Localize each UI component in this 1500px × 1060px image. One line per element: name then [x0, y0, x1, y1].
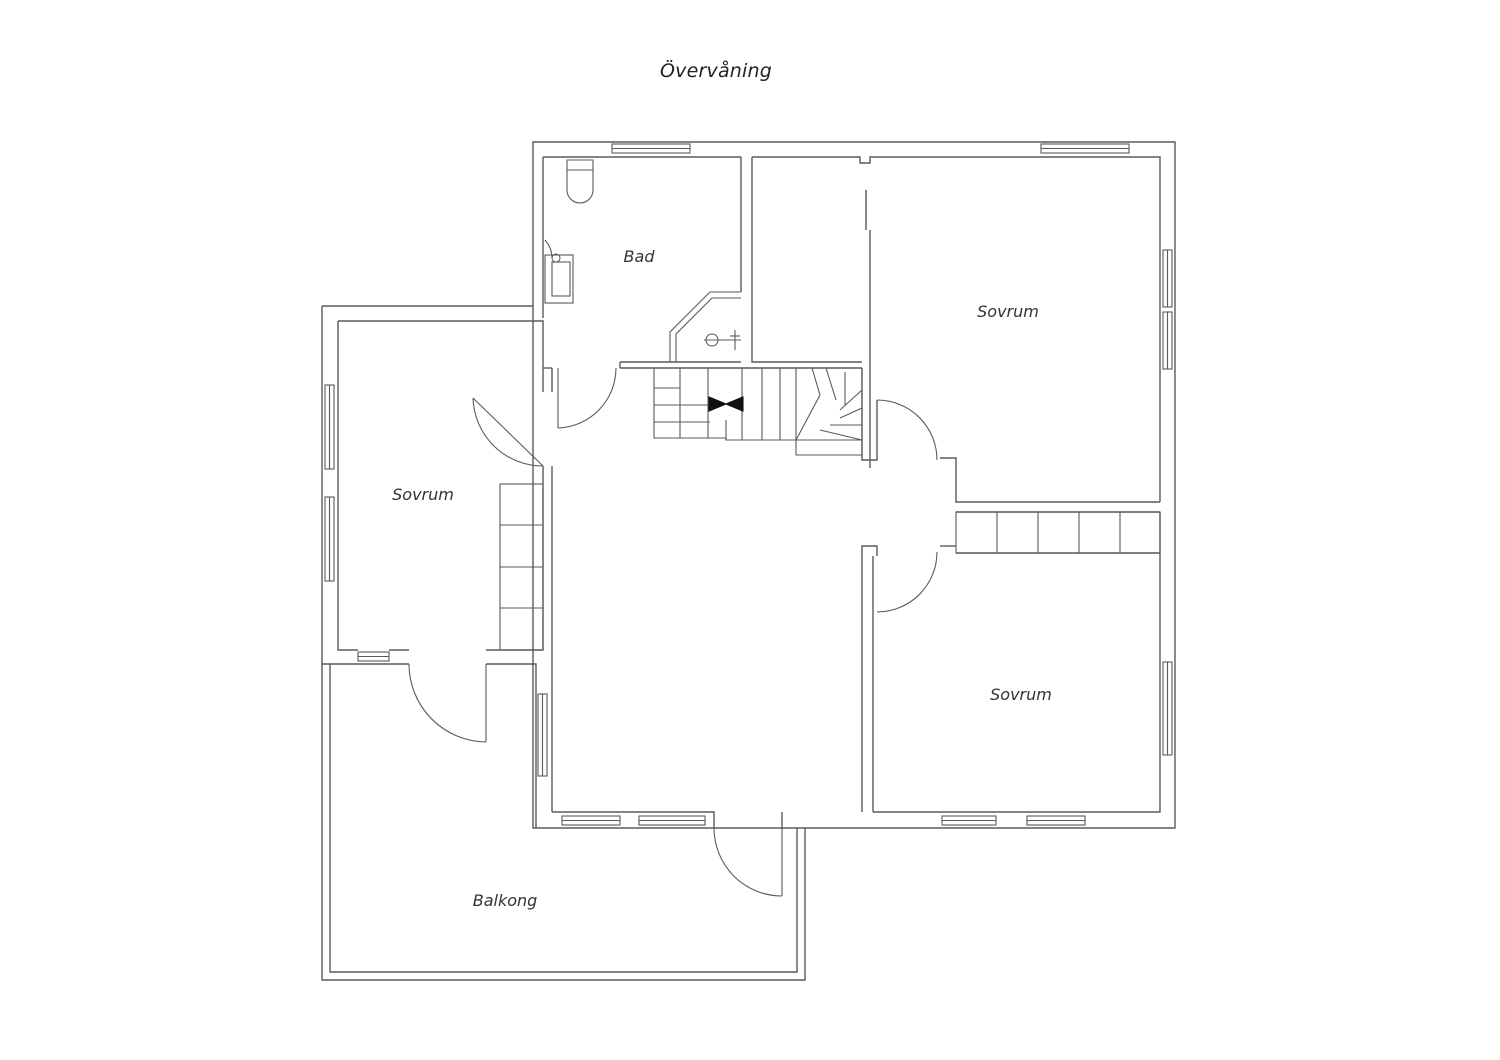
wardrobes	[499, 483, 1161, 651]
room-label-bad: Bad	[623, 247, 655, 266]
bathroom-fixtures	[544, 159, 741, 362]
windows	[324, 143, 1173, 826]
room-label-sovrum-southeast: Sovrum	[990, 685, 1052, 704]
staircase	[653, 367, 863, 456]
room-label-sovrum-northeast: Sovrum	[977, 302, 1039, 321]
room-label-sovrum-west: Sovrum	[392, 485, 454, 504]
doors	[408, 190, 938, 897]
outer-walls	[321, 141, 1176, 981]
room-label-balkong: Balkong	[472, 891, 538, 910]
floor-title: Övervåning	[660, 60, 773, 82]
